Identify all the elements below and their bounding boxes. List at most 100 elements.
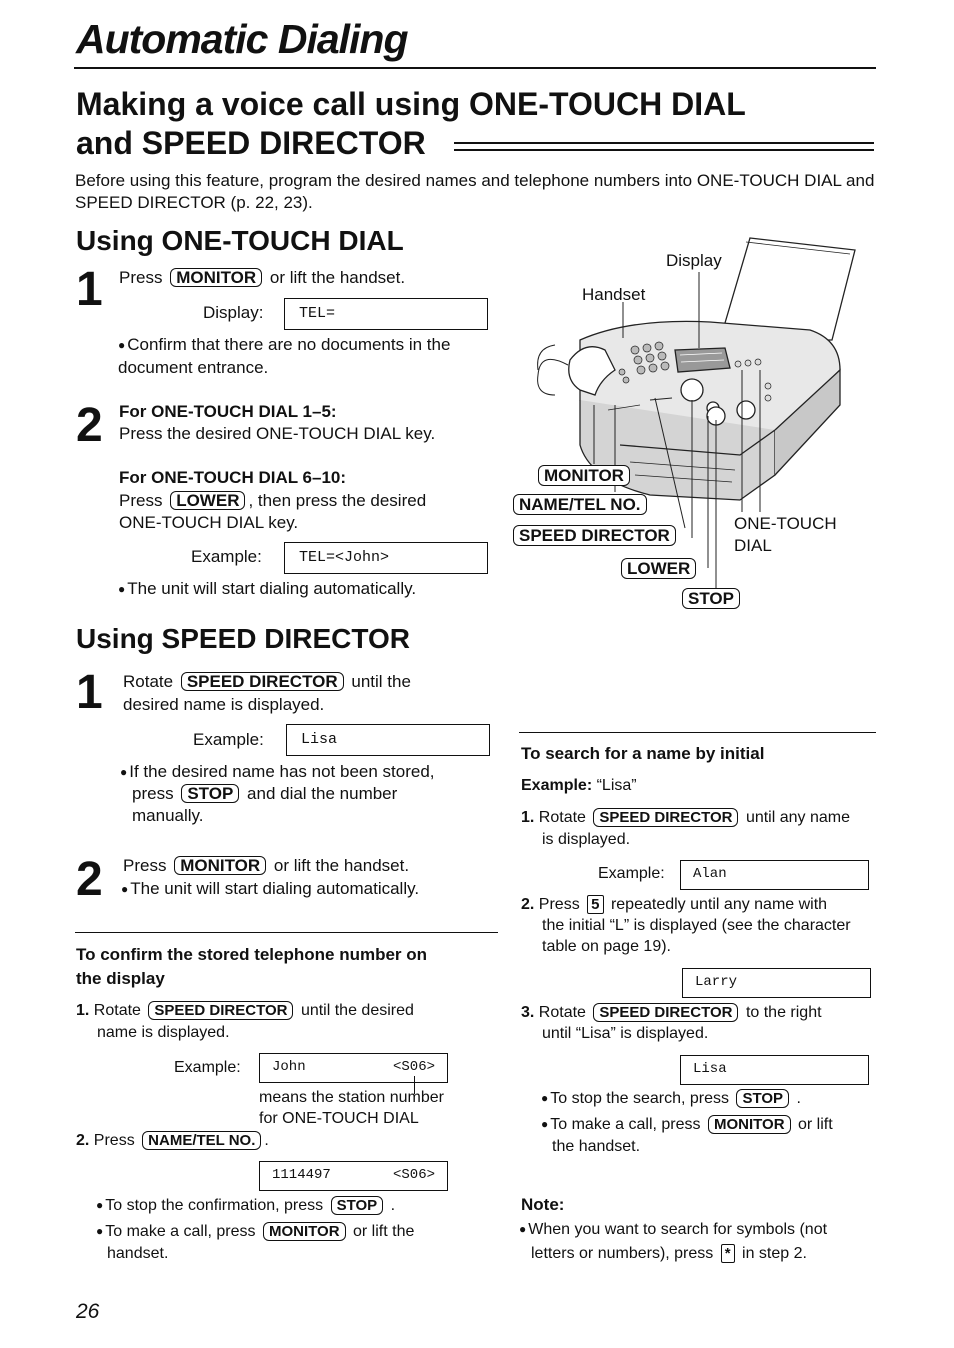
speed-director-key: SPEED DIRECTOR [180,672,344,691]
diagram-label-handset: Handset [582,285,646,304]
step-text: until the [351,672,411,691]
item-text: until “Lisa” is displayed. [542,1025,709,1042]
section-title-line2: and SPEED DIRECTOR [76,125,426,161]
intro-text: Before using this feature, program the d… [75,171,875,212]
step-text: Press [123,856,167,875]
monitor-key-label: MONITOR [538,465,630,486]
bullet-text: the handset. [552,1138,641,1155]
item-text: Rotate [93,1002,141,1019]
item-number: 1. [76,1002,90,1019]
lcd-display: Lisa [286,724,490,756]
lcd-display: Larry [682,968,871,998]
confirm-item-2: 2. Press NAME/TEL NO.. [76,1130,269,1152]
step-text: ONE-TOUCH DIAL key. [119,513,299,532]
diagram-monitor-key: MONITOR [538,465,630,486]
lcd-display: 1114497 <S06> [259,1161,448,1191]
bullet-text: or lift the [353,1223,415,1240]
monitor-key: MONITOR [262,1222,346,1241]
diagram-label-display: Display [666,251,722,270]
note-bullet: If the desired name has not been stored, [120,761,434,784]
search-bullet-2: To make a call, press MONITOR or lift [541,1114,833,1136]
item-number: 2. [76,1132,90,1149]
speed-step2: Press MONITOR or lift the handset. [123,855,409,877]
stop-key-label: STOP [682,588,740,609]
item-text: to the right [745,1004,822,1021]
one-touch-step1: Press MONITOR or lift the handset. [119,267,405,289]
stop-key: STOP [736,1089,790,1108]
diagram-speed-director-key: SPEED DIRECTOR [513,525,676,546]
display-label: Display: [203,303,264,322]
note-bullet: Confirm that there are no documents in t… [118,334,498,379]
divider [75,932,498,933]
lcd-display: John <S06> [259,1053,448,1083]
confirm-bullet-1: To stop the confirmation, press STOP . [96,1195,395,1217]
item-text: Press [538,896,580,913]
note-text: in step 2. [742,1245,807,1262]
page-title: Automatic Dialing [76,16,409,62]
monitor-key: MONITOR [174,856,267,875]
step-number: 2 [76,853,103,906]
monitor-key: MONITOR [707,1115,791,1134]
item-text: name is displayed. [97,1024,230,1041]
bullet-text: . [796,1090,801,1107]
speed-director-key-label: SPEED DIRECTOR [513,525,676,546]
search-item-1: 1. Rotate SPEED DIRECTOR until any name [521,807,850,829]
fax-machine-diagram [537,237,856,590]
example-value: “Lisa” [596,777,637,794]
divider [519,732,876,733]
step-text: Press the desired ONE-TOUCH DIAL key. [119,424,436,443]
note-bullet: The unit will start dialing automaticall… [118,578,416,601]
step-text: Rotate [123,672,174,691]
diagram-stop-key: STOP [682,588,740,609]
note-text: and dial the number [247,784,398,803]
diagram-name-tel-key: NAME/TEL NO. [513,494,647,515]
note-heading: Note: [521,1195,565,1214]
one-touch-step2: Press LOWER, then press the desired [119,490,426,512]
monitor-key: MONITOR [170,268,263,287]
bullet-text: To stop the search, press [541,1090,729,1107]
step-number: 1 [76,666,103,719]
item-number: 1. [521,809,535,826]
item-text: until the desired [300,1002,414,1019]
item-text: Rotate [538,809,586,826]
lcd-name: John [272,1059,306,1075]
one-touch-heading: Using ONE-TOUCH DIAL [76,225,404,256]
item-text: . [264,1132,269,1149]
page-number: 26 [76,1300,100,1323]
stop-key: STOP [181,784,240,803]
section-title-rule [454,142,874,151]
pointer-line [414,1076,415,1094]
lcd-display: TEL=<John> [284,542,488,574]
station-note: for ONE-TOUCH DIAL [259,1110,419,1127]
confirm-bullet-2: To make a call, press MONITOR or lift th… [96,1221,414,1243]
name-tel-key: NAME/TEL NO. [142,1131,262,1150]
example-label: Example: [193,730,264,749]
example-label: Example: [598,865,665,882]
search-example: Example: “Lisa” [521,775,637,797]
bullet-text: handset. [107,1245,169,1262]
diagram-lower-key: LOWER [621,558,697,579]
bullet-text: To make a call, press [96,1223,255,1240]
lcd-number: 1114497 [272,1167,331,1183]
item-text: Rotate [538,1004,586,1021]
lower-key-label: LOWER [621,558,697,579]
confirm-heading: To confirm the stored telephone number o… [76,945,428,964]
bullet-text: or lift [798,1116,833,1133]
speed-note-line: press STOP and dial the number [132,783,397,805]
search-item-3: 3. Rotate SPEED DIRECTOR to the right [521,1002,822,1024]
search-bullet-1: To stop the search, press STOP . [541,1088,801,1110]
item-text: until any name [745,809,850,826]
note-text: press [132,784,174,803]
title-rule [74,67,876,69]
confirm-heading: the display [76,969,165,988]
note-text: When you want to search for symbols (not [519,1219,827,1241]
step-number: 1 [76,263,103,316]
step-number: 2 [76,399,103,452]
example-label: Example: [191,547,262,566]
lcd-display: Alan [680,860,869,890]
item-text: Press [93,1132,135,1149]
lcd-display: TEL= [284,298,488,330]
step-text: Press [119,491,163,510]
speed-step1: Rotate SPEED DIRECTOR until the [123,671,411,693]
asterisk-key: * [720,1244,735,1263]
